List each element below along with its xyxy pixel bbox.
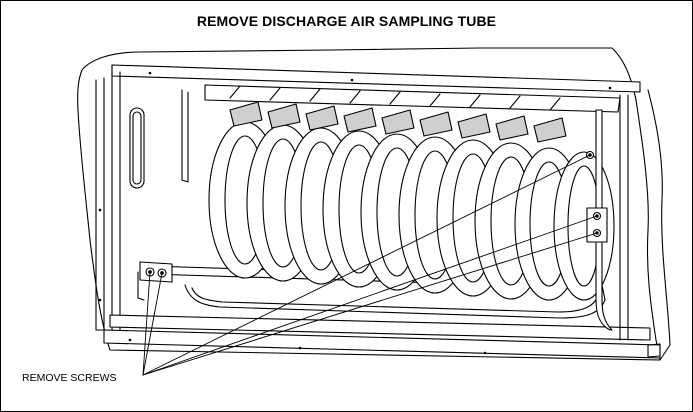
heat-exchanger-coils xyxy=(208,101,615,301)
sampling-tube xyxy=(586,109,613,331)
top-header xyxy=(204,84,621,113)
front-frame xyxy=(95,64,661,359)
callout-leader-lines xyxy=(142,154,598,376)
screw-middle-right-top xyxy=(592,211,602,221)
rivets xyxy=(98,71,612,355)
corner-bracket xyxy=(647,343,661,358)
left-panel-slots xyxy=(129,89,189,189)
diagram-title: REMOVE DISCHARGE AIR SAMPLING TUBE xyxy=(196,13,497,29)
remove-screws-callout: REMOVE SCREWS xyxy=(22,372,117,384)
